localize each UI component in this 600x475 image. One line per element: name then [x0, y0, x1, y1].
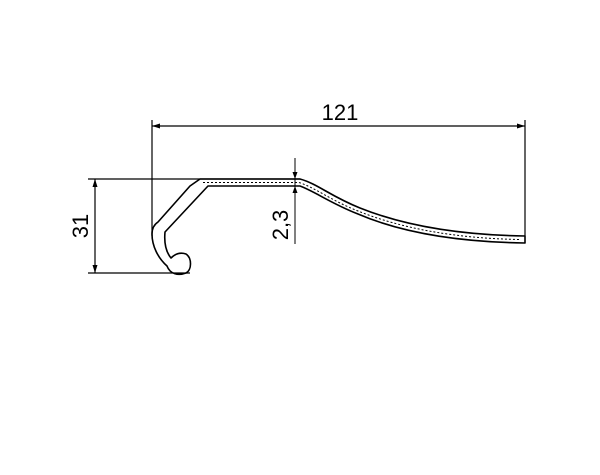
height-dimension-label: 31	[68, 214, 93, 238]
thickness-dimension-label: 2,3	[268, 210, 293, 241]
profile-outer-contour	[151, 178, 526, 276]
profile-inner-contour	[203, 182, 521, 240]
height-arrow-bottom	[92, 265, 98, 273]
thickness-arrow-bottom	[292, 186, 298, 193]
width-arrow-left	[152, 123, 160, 129]
height-arrow-top	[92, 179, 98, 187]
width-arrow-right	[517, 123, 525, 129]
width-dimension-label: 121	[322, 100, 359, 125]
thickness-arrow-top	[292, 172, 298, 179]
